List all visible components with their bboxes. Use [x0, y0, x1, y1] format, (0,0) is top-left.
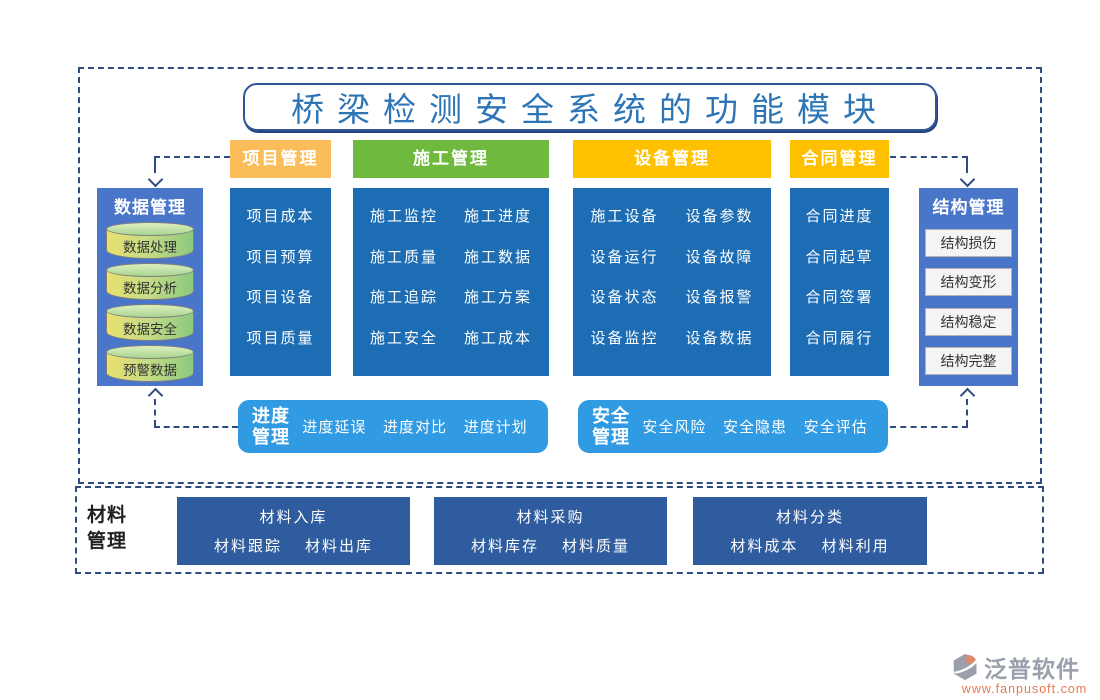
cylinder-top: [106, 304, 194, 318]
cylinder-top: [106, 222, 194, 236]
header-construction-management: 施工管理: [353, 140, 549, 178]
module-item: 项目设备: [246, 289, 315, 307]
module-item: 施工监控: [369, 208, 438, 225]
structure-item: 结构完整: [925, 346, 1012, 375]
material-group-procurement: 材料采购 材料库存 材料质量: [434, 497, 667, 565]
material-item: 材料跟踪: [213, 538, 282, 556]
module-item: 设备状态: [590, 289, 659, 307]
panel-title: 数据管理: [114, 198, 186, 217]
cylinder-label: 数据分析: [123, 281, 177, 296]
connector-project-to-data: [154, 156, 156, 173]
header-contract-management: 合同管理: [790, 140, 889, 178]
project-column: 项目成本 项目预算 项目设备 项目质量: [230, 188, 331, 376]
progress-management-bar: 进度 管理 进度延误 进度对比 进度计划: [238, 400, 548, 453]
bar-title: 进度 管理: [252, 406, 294, 447]
database-cylinder-icon: 数据安全: [106, 304, 194, 341]
material-item: 材料库存: [470, 538, 539, 556]
module-item: 施工成本: [463, 329, 532, 347]
data-management-panel: 数据管理 数据处理 数据分析 数据安全 预警数据: [97, 188, 203, 386]
material-label-line: 管理: [87, 530, 128, 552]
structure-item: 结构变形: [925, 268, 1012, 297]
construction-column: 施工监控 施工进度 施工质量 施工数据 施工追踪 施工方案 施工安全 施工成本: [353, 188, 549, 376]
cylinder-label: 数据安全: [123, 322, 177, 337]
page-title: 桥梁检测安全系统的功能模块: [291, 93, 889, 129]
module-item: 施工安全: [369, 329, 438, 347]
module-item: 施工追踪: [369, 289, 438, 307]
bar-item: 安全隐患: [722, 419, 787, 436]
cylinder-top: [106, 263, 194, 277]
connector-progress-to-data: [154, 426, 238, 428]
connector-project-to-data: [154, 156, 230, 158]
structure-item: 结构损伤: [925, 229, 1012, 258]
material-label-line: 材料: [87, 505, 128, 526]
panel-title: 结构管理: [932, 198, 1005, 217]
module-item: 施工质量: [369, 248, 438, 266]
bar-title-line: 管理: [592, 426, 630, 447]
bar-item: 进度计划: [463, 419, 528, 436]
material-group-title: 材料分类: [775, 508, 844, 526]
module-item: 施工方案: [463, 289, 532, 307]
cylinder-top: [106, 345, 194, 359]
bar-item: 安全风险: [642, 419, 707, 436]
module-item: 设备运行: [590, 248, 659, 266]
material-item: 材料出库: [304, 538, 373, 556]
module-item: 合同进度: [805, 208, 874, 225]
module-item: 合同签署: [805, 289, 874, 307]
bar-item: 进度延误: [302, 419, 367, 436]
header-equipment-management: 设备管理: [573, 140, 771, 178]
database-cylinder-icon: 数据分析: [106, 263, 194, 300]
main-boundary: [78, 67, 1042, 484]
connector-progress-to-data: [154, 399, 156, 426]
module-item: 项目质量: [246, 329, 315, 347]
module-item: 设备数据: [685, 329, 754, 347]
bar-item: 安全评估: [803, 419, 868, 436]
module-item: 设备报警: [685, 289, 754, 307]
safety-management-bar: 安全 管理 安全风险 安全隐患 安全评估: [578, 400, 888, 453]
header-project-management: 项目管理: [230, 140, 331, 178]
bar-title-line: 安全: [592, 405, 630, 426]
material-group-classification: 材料分类 材料成本 材料利用: [693, 497, 927, 565]
structure-management-panel: 结构管理 结构损伤 结构变形 结构稳定 结构完整: [919, 188, 1018, 386]
diagram-title-box: 桥梁检测安全系统的功能模块: [243, 83, 937, 131]
module-item: 施工设备: [590, 208, 659, 225]
material-item: 材料利用: [821, 538, 890, 556]
bar-item: 进度对比: [382, 419, 447, 436]
connector-contract-to-structure: [890, 156, 968, 158]
module-item: 施工进度: [463, 208, 532, 225]
logo-text: 泛普软件: [984, 656, 1080, 682]
module-item: 项目成本: [246, 208, 315, 225]
connector-safety-to-structure: [890, 426, 968, 428]
cylinder-label: 预警数据: [123, 363, 177, 378]
module-item: 设备参数: [685, 208, 754, 225]
fanpu-logo-icon: [953, 653, 978, 681]
module-item: 项目预算: [246, 248, 315, 266]
connector-contract-to-structure: [966, 156, 968, 173]
module-item: 设备故障: [685, 248, 754, 266]
material-group-title: 材料入库: [259, 508, 328, 526]
structure-item: 结构稳定: [925, 307, 1012, 336]
database-cylinder-icon: 数据处理: [106, 222, 194, 259]
material-group-title: 材料采购: [516, 508, 585, 526]
bar-title-line: 管理: [252, 426, 290, 447]
module-item: 施工数据: [463, 248, 532, 266]
module-item: 合同履行: [805, 329, 874, 347]
material-item: 材料质量: [561, 538, 630, 556]
logo-url: www.fanpusoft.com: [961, 682, 1088, 696]
cylinder-label: 数据处理: [123, 240, 177, 255]
connector-safety-to-structure: [966, 399, 968, 426]
materials-boundary: [75, 486, 1044, 574]
database-cylinder-icon: 预警数据: [106, 345, 194, 382]
material-management-label: 材料 管理: [87, 503, 127, 554]
material-item: 材料成本: [730, 538, 799, 556]
equipment-column: 施工设备 设备参数 设备运行 设备故障 设备状态 设备报警 设备监控 设备数据: [573, 188, 771, 376]
bar-title-line: 进度: [252, 405, 290, 426]
module-item: 合同起草: [805, 248, 874, 266]
material-group-inbound: 材料入库 材料跟踪 材料出库: [177, 497, 410, 565]
bar-title: 安全 管理: [592, 406, 634, 447]
module-item: 设备监控: [590, 329, 659, 347]
contract-column: 合同进度 合同起草 合同签署 合同履行: [790, 188, 889, 376]
fanpu-logo: 泛普软件 www.fanpusoft.com: [952, 650, 1097, 696]
